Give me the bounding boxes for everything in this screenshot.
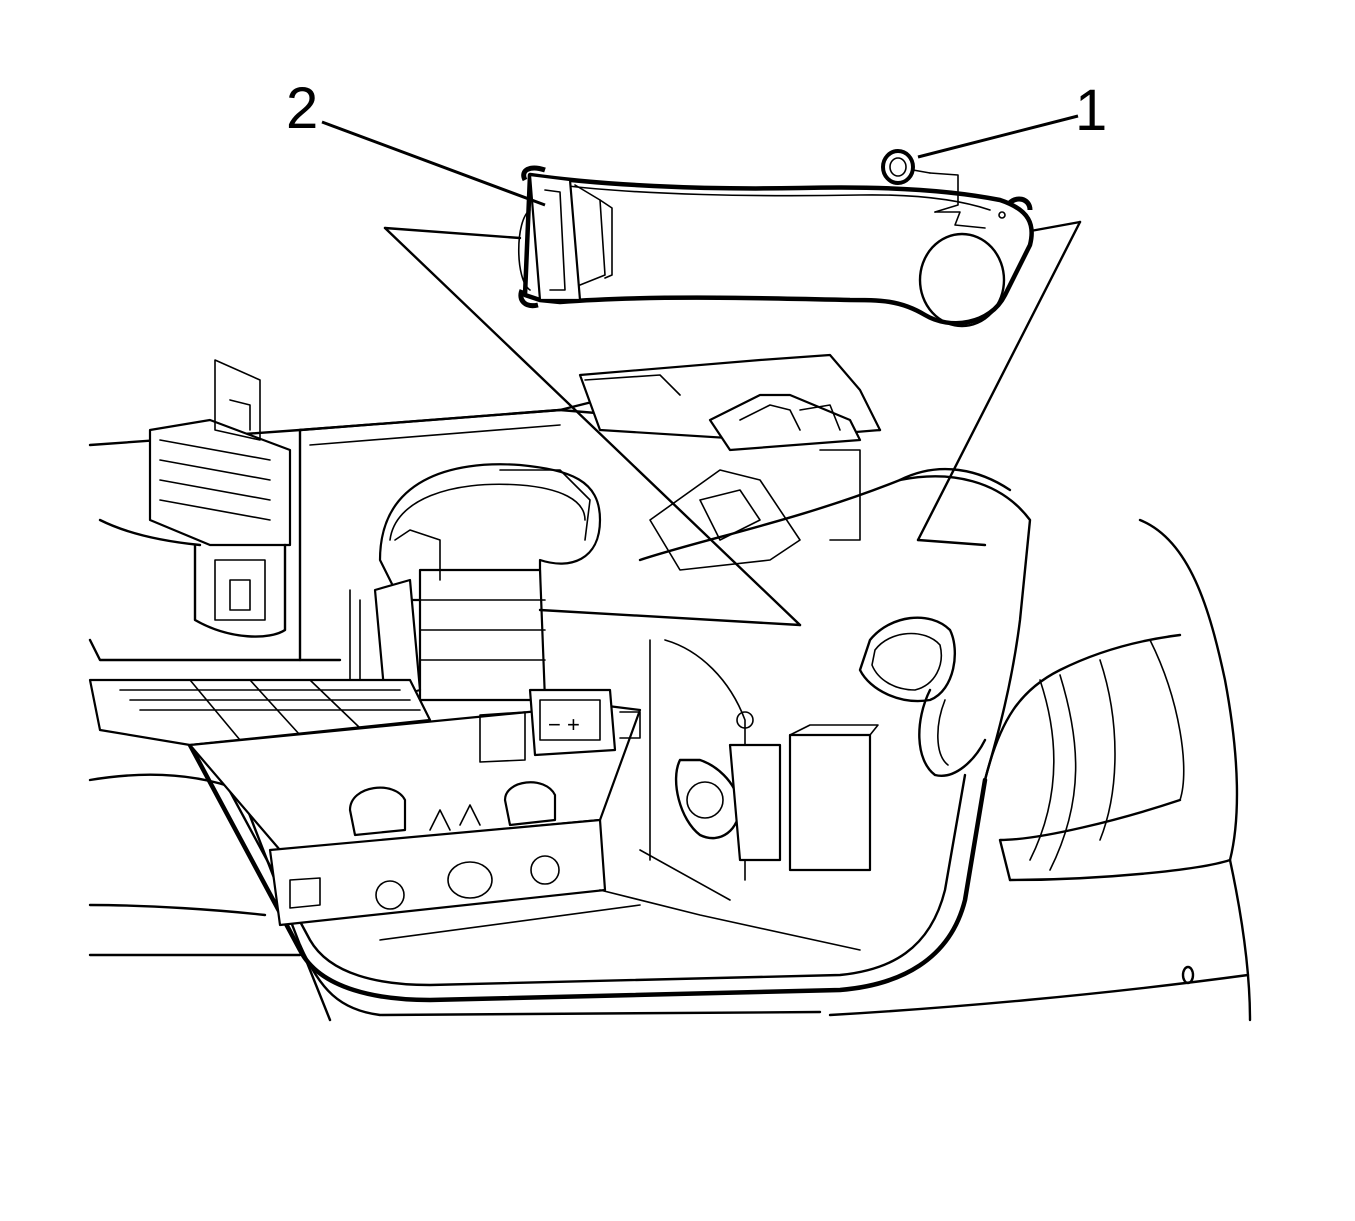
- callout-label-2: 2: [286, 76, 318, 141]
- push-pin-fastener: [881, 149, 959, 213]
- callout-2-leader: [321, 120, 546, 207]
- callout-1-leader: [917, 114, 1079, 159]
- callout-label-1: 1: [1075, 78, 1107, 143]
- air-duct-part: [517, 165, 1034, 328]
- vehicle-trunk-area: − +: [88, 353, 1252, 1022]
- svg-text:− +: − +: [548, 712, 580, 737]
- detail-view-pointer: [383, 220, 1082, 627]
- callout-leaders: [321, 114, 1079, 207]
